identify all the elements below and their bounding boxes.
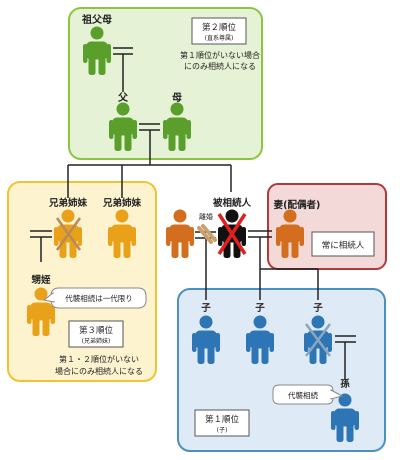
rank2-title: 第２順位 — [202, 22, 237, 33]
rank3-label-box — [68, 320, 124, 348]
spouse-note-box — [311, 231, 375, 257]
rank1-label-box — [194, 409, 250, 437]
rank2-note-line2: にのみ相続人になる — [184, 61, 256, 71]
rank3-subtitle: (兄弟姉妹) — [82, 337, 111, 345]
decedent-label: 被相続人 — [213, 197, 252, 209]
divorce-break-icon — [197, 224, 217, 244]
rank3-callout-bubble — [42, 287, 147, 309]
rank1-title: 第１順位 — [205, 414, 240, 425]
family-tree-lines — [30, 47, 356, 380]
grandchild-label: 孫 — [340, 378, 350, 390]
sibling-label-a: 兄弟姉妹 — [48, 197, 88, 209]
father-label: 父 — [117, 92, 129, 104]
ex-spouse-figure — [166, 209, 194, 258]
rank1-subtitle: (子) — [217, 427, 228, 434]
spouse-note: 常に相続人 — [322, 240, 365, 251]
divorce-label: 離婚 — [199, 212, 213, 221]
decedent-cross-icon — [217, 213, 247, 255]
rank1-callout-bubble — [272, 384, 344, 405]
rank3-note-line2: 場合にのみ相続人になる — [55, 366, 143, 376]
child-label-a: 子 — [201, 303, 211, 314]
child-deceased-cross-icon — [305, 323, 331, 357]
rank2-note-line1: 第１順位がいない場合 — [180, 50, 260, 60]
grandparents-label: 祖父母 — [81, 13, 112, 26]
rank2-label-box — [191, 17, 247, 45]
mother-label: 母 — [172, 92, 182, 104]
spouse-label: 妻(配偶者) — [274, 199, 321, 211]
rank2-subtitle: (直系尊属) — [205, 34, 234, 42]
child-label-c: 子 — [313, 303, 323, 314]
nephew-label: 甥姪 — [31, 274, 51, 286]
sibling-label-b: 兄弟姉妹 — [102, 197, 142, 209]
rank1-callout-text: 代襲相続 — [288, 390, 318, 400]
child-label-b: 子 — [255, 303, 265, 314]
sibling-deceased-cross-icon — [55, 217, 82, 251]
rank3-region-box — [7, 181, 157, 382]
rank3-note-line1: 第１・２順位がいない — [59, 354, 139, 364]
rank3-title: 第３順位 — [79, 325, 114, 336]
rank3-callout-text: 代襲相続は一代限り — [65, 293, 133, 303]
